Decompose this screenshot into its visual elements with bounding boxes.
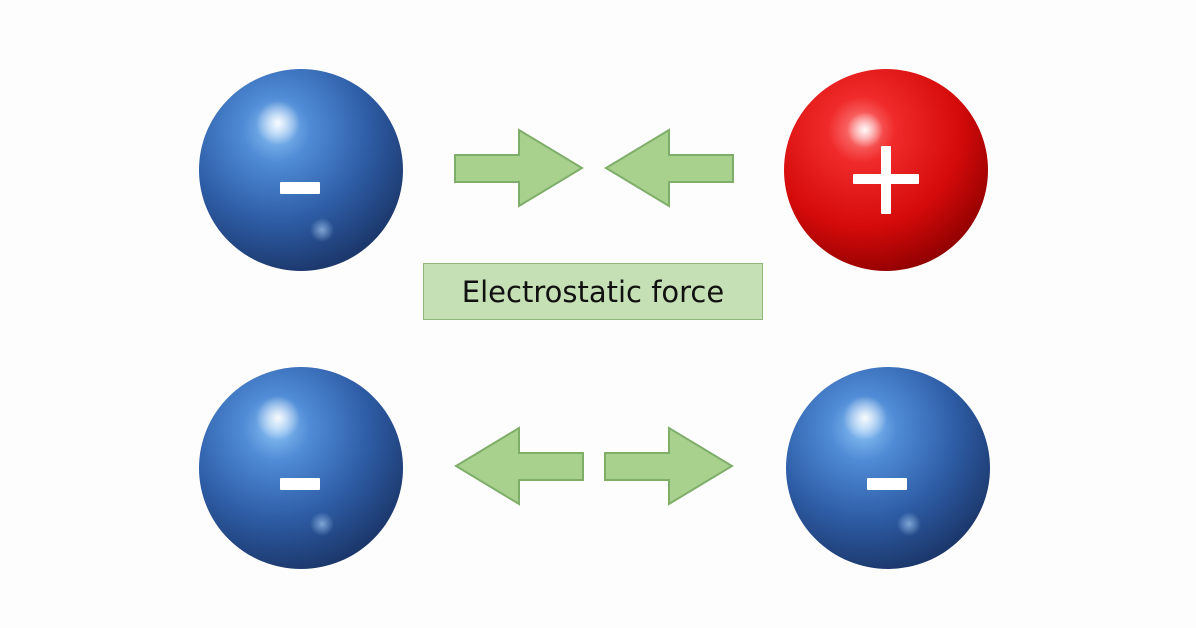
negative-particle-top-left — [198, 68, 404, 272]
minus-sign-icon — [280, 182, 320, 194]
minus-sign-icon — [280, 478, 320, 490]
electrostatic-force-label-box: Electrostatic force — [423, 263, 763, 320]
minus-sign-icon — [867, 478, 907, 490]
negative-particle-bottom-left — [198, 366, 404, 570]
arrow-left-icon — [454, 426, 584, 506]
electrostatic-force-label: Electrostatic force — [461, 274, 725, 309]
positive-particle-top-right — [783, 68, 989, 272]
negative-particle-bottom-right — [785, 366, 991, 570]
arrow-right-icon — [604, 426, 734, 506]
arrow-left-icon — [604, 128, 734, 208]
arrow-right-icon — [454, 128, 584, 208]
plus-sign-vertical-icon — [881, 146, 891, 214]
